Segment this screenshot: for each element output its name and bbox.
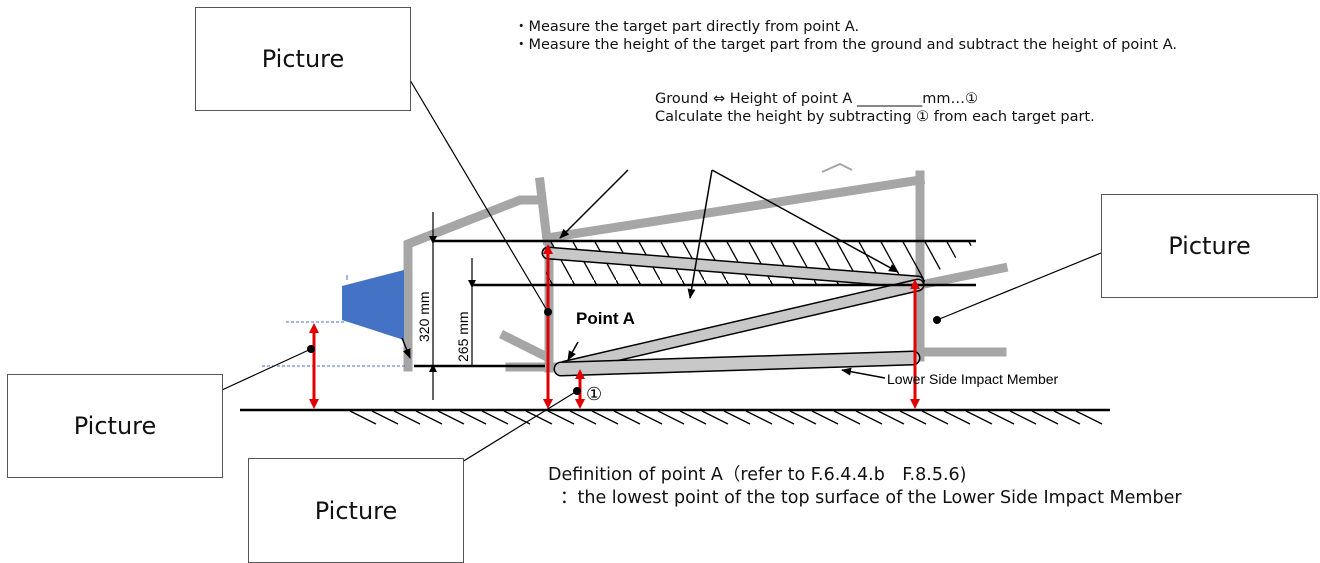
leader-lines — [221, 79, 1102, 463]
ground-hatch-stroke — [569, 410, 597, 425]
picture-box-bottom: Picture — [248, 458, 464, 563]
ground-hatch-stroke — [1009, 410, 1037, 425]
picture-box-bottom-label: Picture — [314, 496, 398, 525]
instruction-line-3: Ground ⇔ Height of point A _________mm…① — [655, 91, 978, 107]
ground-hatch-stroke — [1075, 410, 1103, 425]
ground-hatch-stroke — [899, 410, 927, 425]
instruction-line-1: ・Measure the target part directly from p… — [514, 19, 860, 35]
ground-hatch-stroke — [459, 410, 487, 425]
red-arrows — [309, 244, 920, 409]
ground-hatch-stroke — [393, 410, 421, 425]
picture-box-top-left-label: Picture — [261, 45, 345, 73]
ground-hatch-stroke — [877, 410, 905, 425]
ground-hatch-stroke — [635, 410, 663, 425]
definition-line-1: Definition of point A（refer to F.6.4.4.b… — [548, 465, 967, 485]
ground-hatch-stroke — [987, 410, 1015, 425]
ground-hatch-stroke — [679, 410, 707, 425]
ground — [240, 408, 1110, 425]
ground-hatch-stroke — [613, 410, 641, 425]
ground-hatch-stroke — [789, 410, 817, 425]
ground-hatch-stroke — [415, 410, 443, 425]
circle-one-label: ① — [586, 384, 602, 404]
ground-hatch-stroke — [481, 410, 509, 425]
pointer-arrows — [401, 169, 899, 379]
ground-hatch-stroke — [437, 410, 465, 425]
lower-side-impact-member-label: Lower Side Impact Member — [887, 371, 1059, 387]
ground-hatch-stroke — [943, 410, 971, 425]
ground-hatch-stroke — [547, 410, 575, 425]
ground-hatch-stroke — [965, 410, 993, 425]
ground-hatch-stroke — [591, 410, 619, 425]
dim-265-label: 265 mm — [455, 311, 471, 362]
ground-hatch-stroke — [701, 410, 729, 425]
dotted-ref-lines — [262, 321, 406, 367]
ground-hatch-stroke — [525, 410, 553, 425]
picture-box-left-label: Picture — [73, 412, 157, 440]
picture-box-right-label: Picture — [1168, 232, 1251, 260]
ground-hatch-stroke — [657, 410, 685, 425]
ground-hatch-stroke — [723, 410, 751, 425]
instruction-line-2: ・Measure the height of the target part f… — [514, 37, 1177, 53]
picture-box-right: Picture — [1101, 194, 1318, 298]
ground-hatch-stroke — [503, 410, 531, 425]
ground-hatch-stroke — [811, 410, 839, 425]
ground-hatch-stroke — [349, 410, 377, 425]
ground-hatch-stroke — [833, 410, 861, 425]
middle-diagonal-fill — [560, 280, 923, 372]
frame-tubes — [403, 170, 1009, 373]
picture-box-left: Picture — [7, 374, 223, 478]
frame-top-sketch — [821, 162, 853, 173]
ground-hatch-stroke — [745, 410, 773, 425]
seat-shape — [342, 270, 404, 340]
dot-markers — [307, 308, 941, 395]
dim-320-label: 320 mm — [416, 291, 432, 342]
point-a-label: Point A — [576, 309, 635, 328]
upper-diagonal-fill — [543, 248, 923, 287]
ground-hatch-stroke — [921, 410, 949, 425]
picture-box-top-left: Picture — [195, 7, 411, 111]
definition-line-2: ：the lowest point of the top surface of … — [560, 488, 1182, 508]
ground-hatch-stroke — [1053, 410, 1081, 425]
ground-hatch-stroke — [1031, 410, 1059, 425]
ground-hatch-stroke — [855, 410, 883, 425]
ground-hatch-stroke — [767, 410, 795, 425]
instruction-line-4: Calculate the height by subtracting ① fr… — [655, 109, 1095, 125]
lower-side-impact-member-fill — [555, 352, 919, 375]
ground-hatch-stroke — [371, 410, 399, 425]
